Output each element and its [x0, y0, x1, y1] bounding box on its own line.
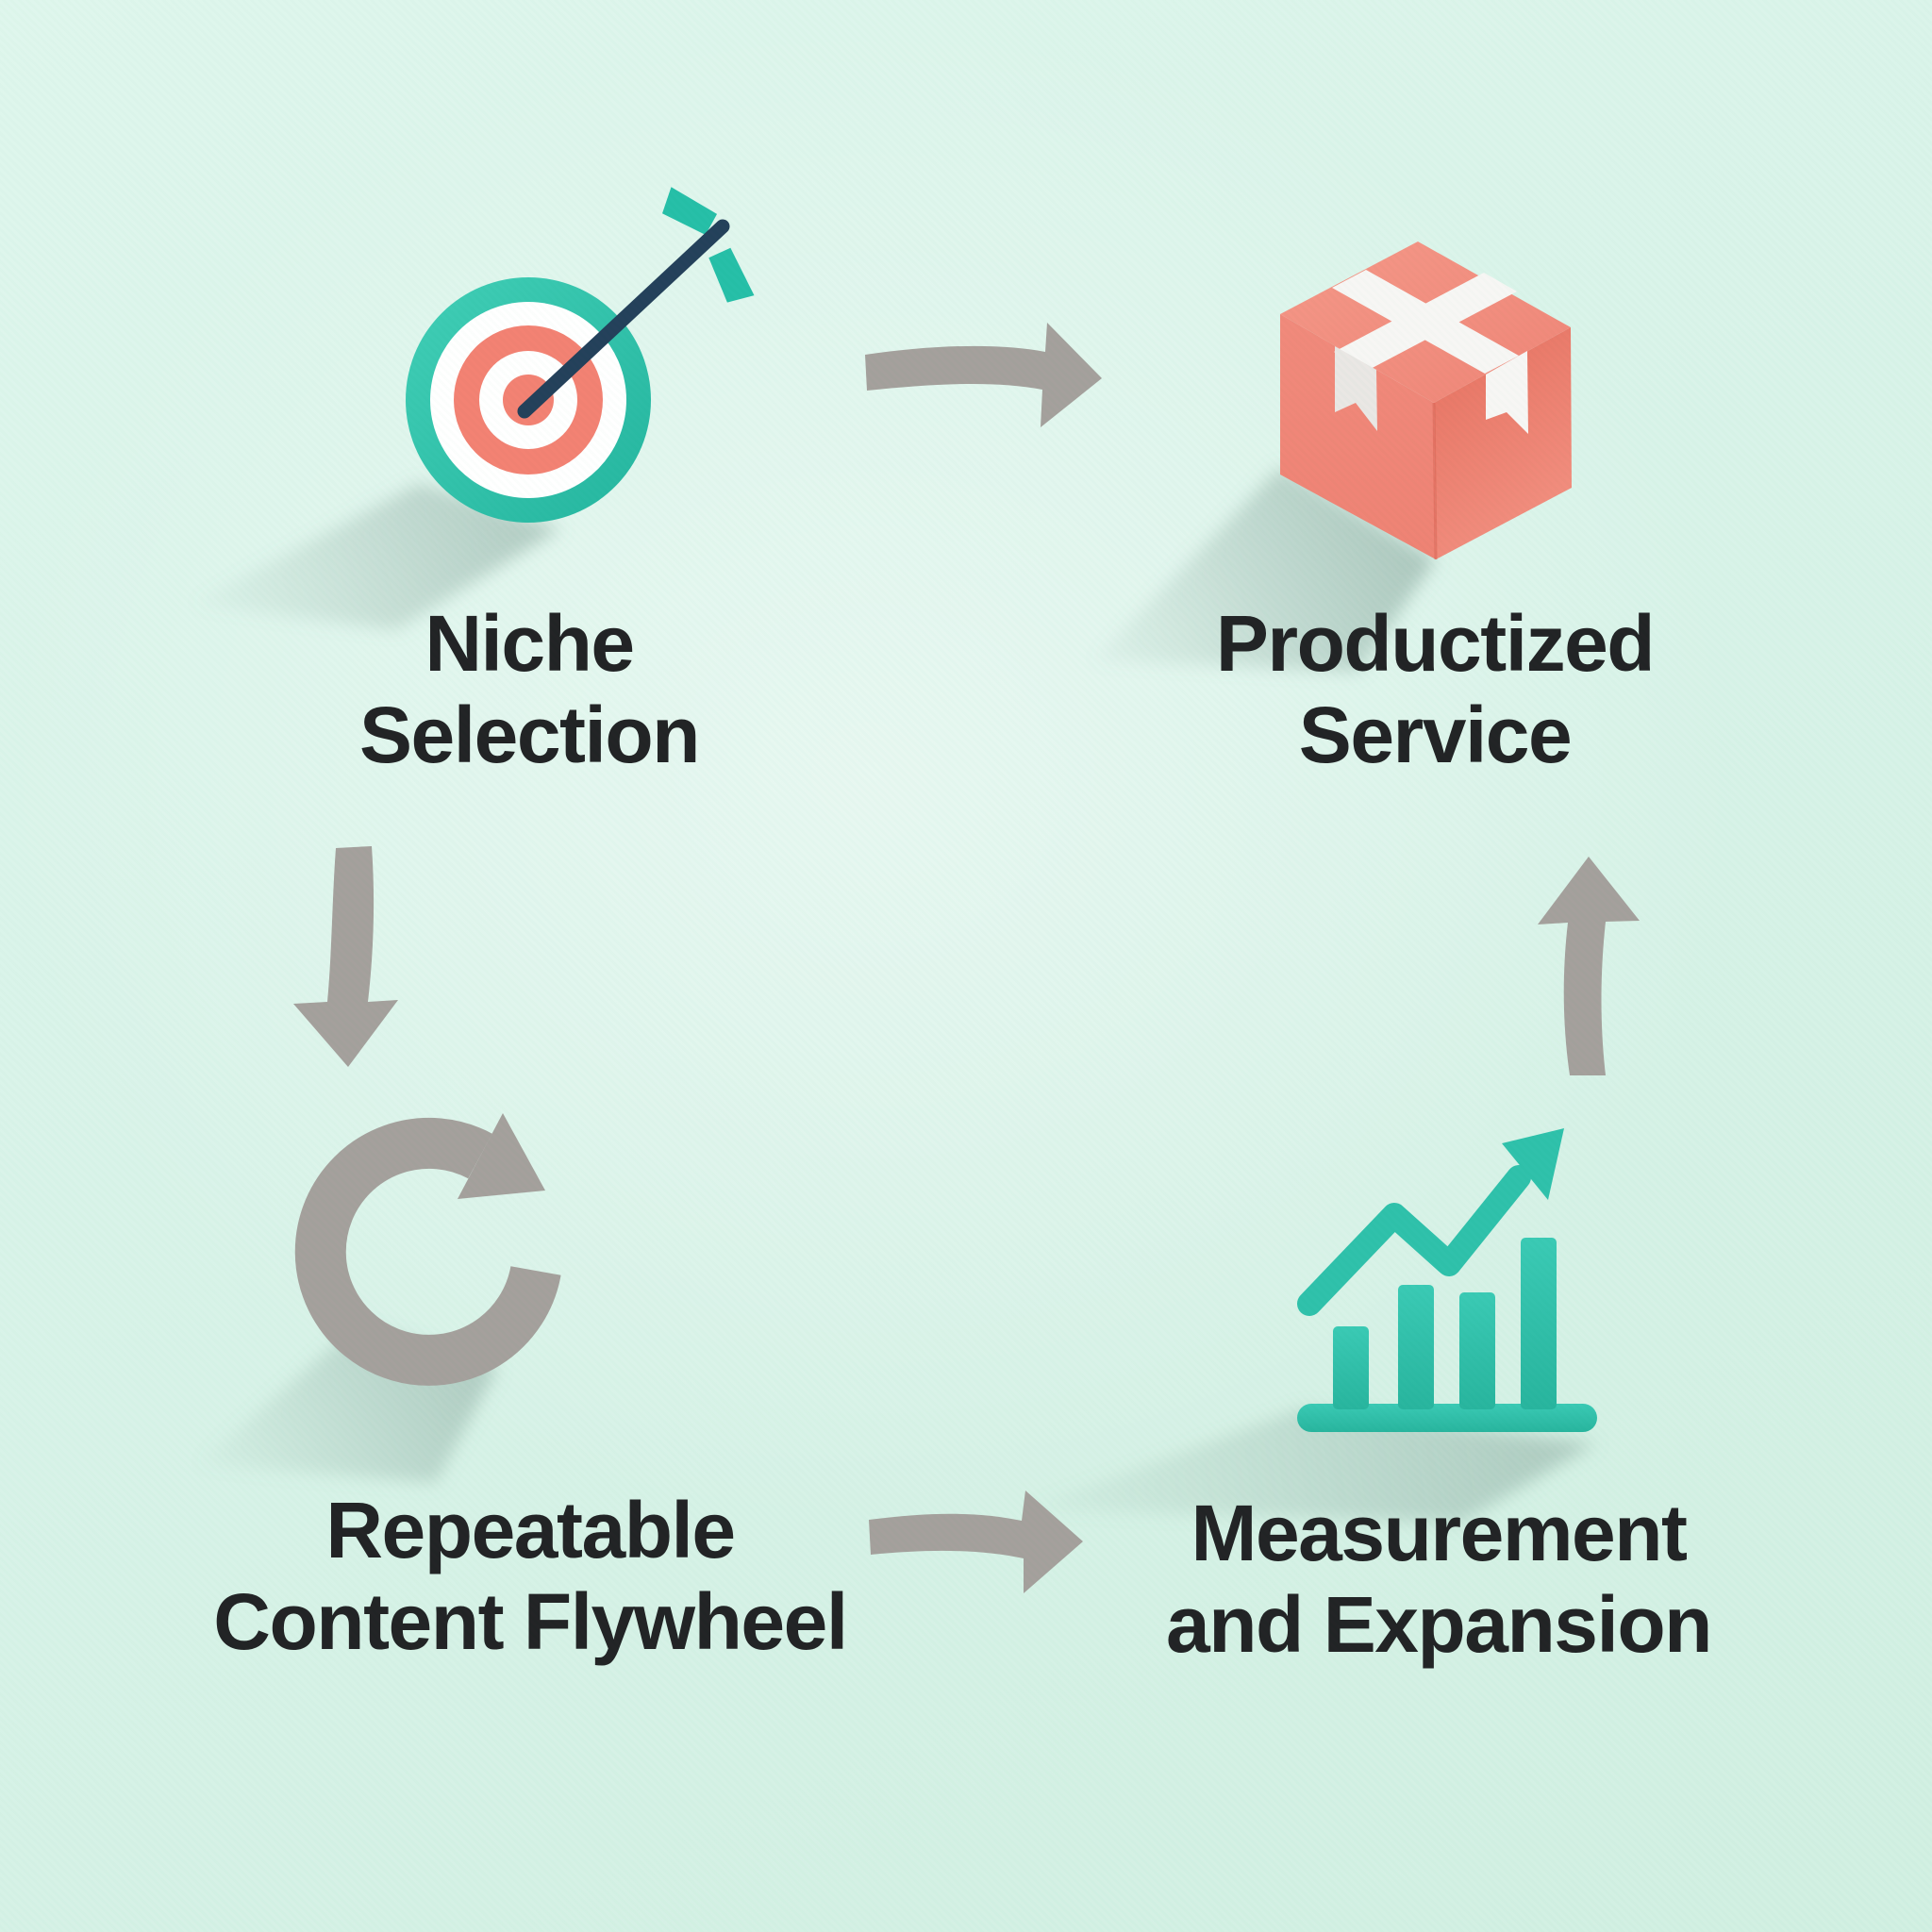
flow-arrows — [293, 323, 1640, 1593]
arrow-niche-to-productized — [865, 323, 1102, 427]
chart-bar-1 — [1333, 1326, 1369, 1409]
label-line: Measurement — [1191, 1489, 1688, 1577]
dart-shaft — [517, 219, 730, 419]
bar-chart-icon-shadow — [1024, 1407, 1596, 1523]
label-line: Niche — [425, 599, 635, 688]
label-line: Service — [1298, 691, 1573, 779]
chart-bars — [1333, 1238, 1557, 1409]
cycle-arrowhead — [458, 1113, 545, 1199]
chart-trend-arrowhead — [1502, 1128, 1564, 1200]
label-repeatable-content-flywheel: Repeatable Content Flywheel — [213, 1485, 848, 1668]
package-tape-left-strip — [1335, 346, 1377, 431]
chart-bar-3 — [1459, 1292, 1495, 1409]
chart-bar-2 — [1398, 1285, 1434, 1409]
arrow-measurement-to-productized — [1538, 857, 1640, 1075]
target-icon-shadow — [193, 483, 561, 630]
chart-baseline — [1297, 1404, 1597, 1432]
label-line: Selection — [359, 691, 700, 779]
bar-chart-icon — [1297, 1128, 1597, 1432]
label-line: Repeatable — [325, 1486, 736, 1574]
label-line: and Expansion — [1166, 1580, 1712, 1669]
cycle-icon — [294, 1113, 561, 1386]
dart-fletching — [662, 187, 755, 303]
label-measurement-and-expansion: Measurement and Expansion — [1166, 1488, 1712, 1671]
package-icon-shadow — [1094, 467, 1436, 672]
package-right-face — [1434, 327, 1572, 559]
package-tape-cross — [1332, 270, 1519, 374]
arrow-niche-to-flywheel — [293, 846, 398, 1067]
package-left-face — [1280, 314, 1436, 559]
label-line: Content Flywheel — [213, 1577, 848, 1666]
arrow-flywheel-to-measurement — [869, 1491, 1083, 1593]
label-line: Productized — [1215, 599, 1656, 688]
chart-trend-line — [1297, 1165, 1531, 1316]
package-tape-right-strip — [1486, 351, 1528, 434]
target-icon — [406, 187, 755, 523]
package-front-edge — [1432, 402, 1438, 560]
cycle-ring — [294, 1117, 561, 1386]
package-icon — [1280, 242, 1572, 560]
chart-bar-4 — [1521, 1238, 1557, 1409]
icon-shadows — [193, 467, 1596, 1523]
label-niche-selection: Niche Selection — [359, 598, 700, 781]
label-productized-service: Productized Service — [1215, 598, 1656, 781]
